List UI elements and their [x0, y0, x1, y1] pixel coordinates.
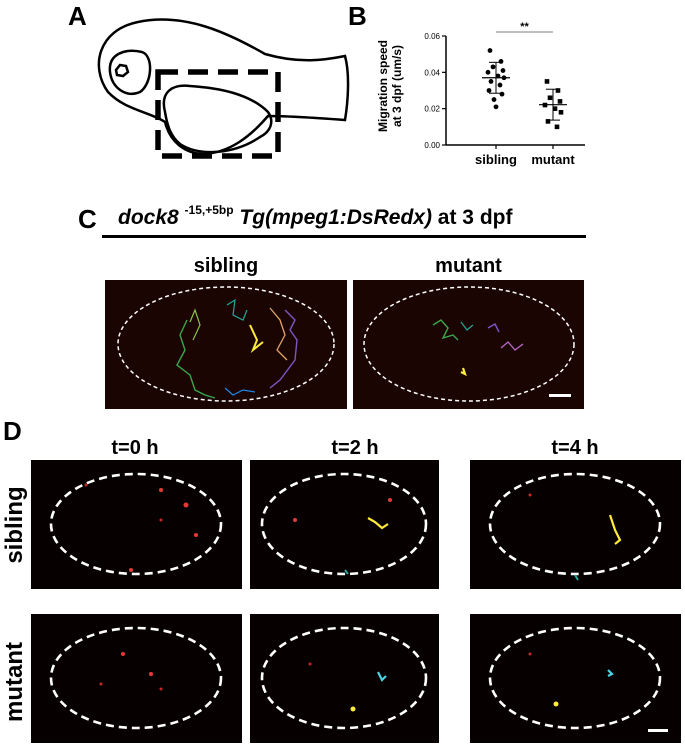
data-point: [547, 95, 553, 101]
y-tick-label: 0.04: [424, 68, 440, 77]
panel-c-mutant-image: [353, 280, 584, 409]
panel-d-mutant-2h: [250, 614, 439, 743]
yolk-outline: [162, 84, 273, 154]
panel-c-title: dock8 -15,+5bp Tg(mpeg1:DsRedx) at 3 dpf: [118, 203, 512, 230]
x-category-label: mutant: [531, 152, 575, 167]
data-point: [544, 79, 550, 84]
data-point: [555, 88, 561, 93]
y-tick-label: 0.06: [424, 32, 440, 41]
title-stage: at 3 dpf: [437, 206, 513, 229]
title-superscript: -15,+5bp: [184, 203, 234, 217]
time-label-4h: t=4 h: [551, 437, 599, 459]
x-category-label: sibling: [475, 152, 517, 167]
data-point: [498, 59, 504, 64]
data-point: [554, 124, 560, 130]
panel-letter-c: C: [78, 204, 97, 234]
chart-axes: 0.00 0.02 0.04 0.06 sibling mutant **: [424, 21, 585, 167]
y-tick-label: 0.02: [424, 105, 440, 114]
data-point: [557, 99, 563, 104]
panel-d-mutant-4h: [470, 614, 681, 743]
data-point: [500, 68, 506, 73]
eye-outline: [108, 49, 152, 95]
migration-speed-chart: Migration speed at 3 dpf (um/s) 0.00 0.02…: [376, 21, 585, 167]
data-point: [497, 82, 503, 88]
larva-outline: [97, 18, 350, 156]
title-underline: [102, 235, 586, 238]
region-box: [155, 69, 281, 159]
y-tick-label: 0.00: [424, 141, 440, 150]
data-point: [552, 106, 558, 111]
significance-label: **: [520, 21, 529, 33]
panel-letter-a: A: [68, 1, 87, 31]
panel-d-sibling-0h: [31, 460, 242, 589]
y-axis-label-line1: Migration speed: [376, 40, 390, 132]
time-label-2h: t=2 h: [331, 437, 379, 459]
panel-d-mutant-0h: [31, 614, 242, 743]
panel-d-sibling-2h: [250, 460, 439, 589]
panel-c-sibling-image: [105, 280, 347, 409]
zebrafish-schematic: [97, 18, 350, 159]
y-axis-label-line2: at 3 dpf (um/s): [390, 45, 404, 127]
title-gene: dock8: [118, 206, 179, 229]
data-point: [545, 119, 551, 124]
panel-d-sibling-4h: [470, 460, 681, 589]
data-point: [486, 88, 492, 93]
data-point: [490, 64, 496, 70]
row-label-mutant: mutant: [1, 642, 28, 722]
data-point: [493, 104, 499, 110]
lens-outline: [114, 63, 130, 78]
panel-letter-d: D: [3, 416, 22, 446]
chart-marks: [482, 48, 567, 130]
data-point: [558, 110, 564, 115]
panel-c-sibling-label: sibling: [193, 255, 259, 277]
data-point: [488, 79, 494, 84]
data-point: [499, 91, 505, 97]
panel-c-mutant-label: mutant: [435, 255, 502, 277]
title-transgene: Tg(mpeg1:DsRedx): [239, 206, 432, 229]
data-point: [487, 48, 493, 53]
row-label-sibling: sibling: [1, 486, 28, 564]
data-point: [495, 73, 501, 79]
time-label-0h: t=0 h: [111, 437, 159, 459]
data-point: [491, 97, 497, 102]
panel-letter-b: B: [348, 1, 367, 31]
data-point: [485, 69, 491, 75]
